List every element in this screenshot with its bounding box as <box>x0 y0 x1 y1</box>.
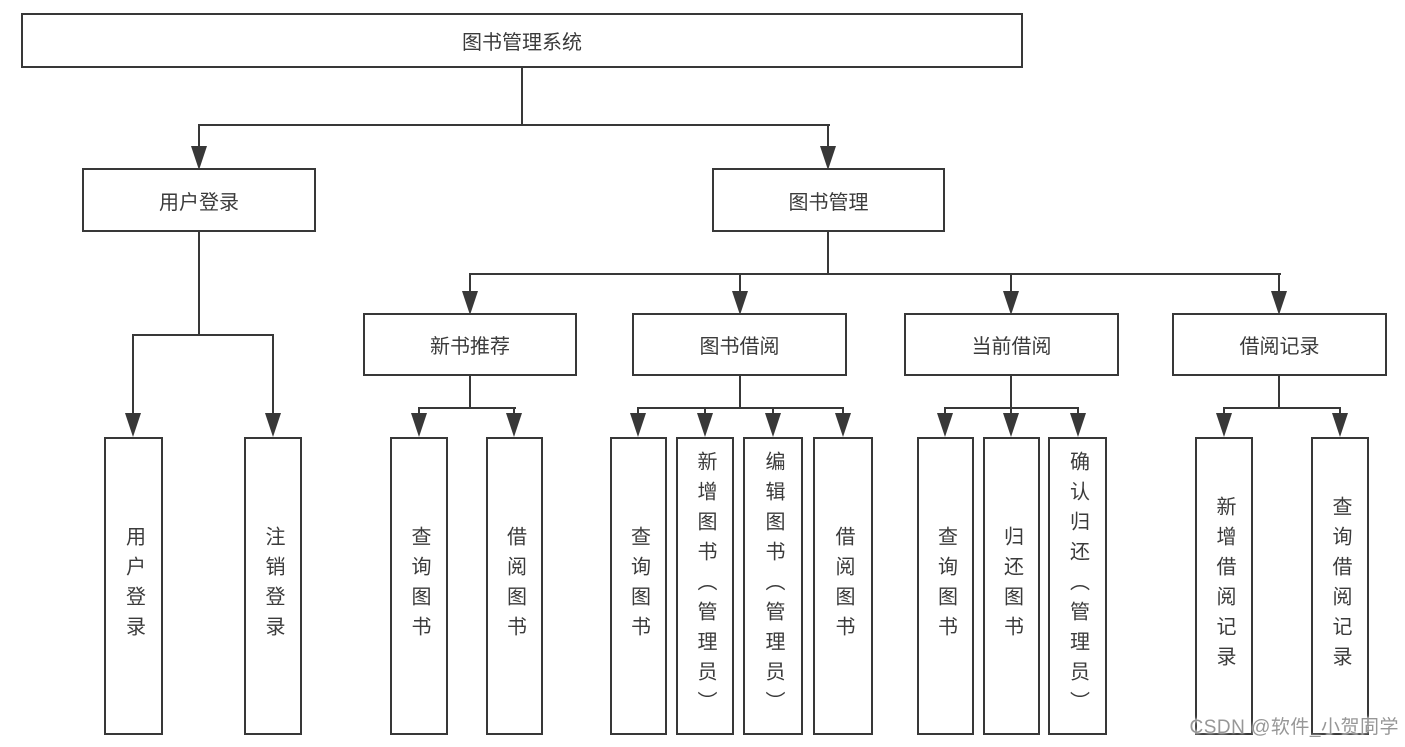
node-book-borrow: 图书借阅 <box>632 313 847 376</box>
leaf-add-borrow-record: 新增借阅记录 <box>1195 437 1253 735</box>
node-new-book-recommend: 新书推荐 <box>363 313 577 376</box>
connector-borrowrec-c2 <box>1339 407 1341 417</box>
leaf-query-borrow-record-label: 查询借阅记录 <box>1329 496 1351 676</box>
arrow-to-user-login-icon <box>191 146 207 170</box>
leaf-query-books-2-label: 查询图书 <box>627 526 650 646</box>
leaf-edit-books-admin-label: 编辑图书（管理员） <box>762 451 784 721</box>
arrow-currborrow-c1-icon <box>937 413 953 437</box>
connector-to-bookborrow <box>739 273 741 295</box>
arrow-to-leaf-login-icon <box>125 413 141 437</box>
leaf-query-books-1: 查询图书 <box>390 437 448 735</box>
leaf-edit-books-admin: 编辑图书（管理员） <box>743 437 803 735</box>
node-root: 图书管理系统 <box>21 13 1023 68</box>
connector-to-borrowrec <box>1278 273 1280 295</box>
connector-borrowrec-c1 <box>1223 407 1225 417</box>
connector-currborrow-c1 <box>944 407 946 417</box>
node-current-borrow: 当前借阅 <box>904 313 1119 376</box>
arrow-newbook-c1-icon <box>411 413 427 437</box>
arrow-newbook-c2-icon <box>506 413 522 437</box>
leaf-add-books-admin-label: 新增图书（管理员） <box>694 451 716 721</box>
arrow-bookborrow-c1-icon <box>630 413 646 437</box>
connector-to-user-login <box>198 124 200 150</box>
connector-root-stem <box>521 68 523 126</box>
connector-bookborrow-c1 <box>637 407 639 417</box>
connector-userlogin-hline <box>132 334 274 336</box>
leaf-borrow-books-2-label: 借阅图书 <box>832 526 854 646</box>
connector-newbook-c2 <box>513 407 515 417</box>
connector-to-newbook <box>469 273 471 295</box>
arrow-bookborrow-c3-icon <box>765 413 781 437</box>
arrow-bookborrow-c4-icon <box>835 413 851 437</box>
leaf-confirm-return-admin-label: 确认归还（管理员） <box>1066 451 1089 721</box>
connector-userlogin-stem <box>198 232 200 336</box>
leaf-add-books-admin: 新增图书（管理员） <box>676 437 734 735</box>
connector-bookmgmt-stem <box>827 232 829 275</box>
leaf-query-books-2: 查询图书 <box>610 437 667 735</box>
node-borrow-records-label: 借阅记录 <box>1239 336 1320 358</box>
connector-to-leaf-logout <box>272 334 274 416</box>
connector-to-currborrow <box>1010 273 1012 295</box>
leaf-query-borrow-record: 查询借阅记录 <box>1311 437 1369 735</box>
connector-borrowrec-stem <box>1278 376 1280 409</box>
arrow-to-newbook-icon <box>462 291 478 315</box>
connector-currborrow-stem <box>1010 376 1012 409</box>
arrow-to-book-mgmt-icon <box>820 146 836 170</box>
connector-currborrow-c3 <box>1077 407 1079 417</box>
arrow-borrowrec-c1-icon <box>1216 413 1232 437</box>
arrow-to-bookborrow-icon <box>732 291 748 315</box>
arrow-to-currborrow-icon <box>1003 291 1019 315</box>
leaf-confirm-return-admin: 确认归还（管理员） <box>1048 437 1107 735</box>
connector-borrowrec-hline <box>1223 407 1341 409</box>
connector-bookborrow-hline <box>637 407 844 409</box>
arrow-bookborrow-c2-icon <box>697 413 713 437</box>
connector-bookborrow-c2 <box>704 407 706 417</box>
arrow-to-borrowrec-icon <box>1271 291 1287 315</box>
connector-bookborrow-stem <box>739 376 741 409</box>
leaf-user-login-label: 用户登录 <box>122 526 145 646</box>
connector-newbook-stem <box>469 376 471 409</box>
csdn-watermark: CSDN @软件_小贺同学 <box>1189 717 1399 738</box>
connector-currborrow-c2 <box>1010 407 1012 417</box>
leaf-logout-label: 注销登录 <box>262 526 284 646</box>
connector-bookborrow-c4 <box>842 407 844 417</box>
node-current-borrow-label: 当前借阅 <box>971 336 1052 358</box>
node-user-login-label: 用户登录 <box>159 191 239 214</box>
arrow-to-leaf-logout-icon <box>265 413 281 437</box>
connector-to-leaf-login <box>132 334 134 416</box>
connector-root-hline <box>198 124 830 126</box>
connector-to-book-mgmt <box>827 124 829 150</box>
leaf-query-books-3-label: 查询图书 <box>934 526 957 646</box>
node-book-management-label: 图书管理 <box>788 191 869 214</box>
connector-newbook-c1 <box>418 407 420 417</box>
arrow-currborrow-c2-icon <box>1003 413 1019 437</box>
leaf-query-books-1-label: 查询图书 <box>408 526 430 646</box>
node-borrow-records: 借阅记录 <box>1172 313 1387 376</box>
node-book-borrow-label: 图书借阅 <box>699 336 780 358</box>
arrow-currborrow-c3-icon <box>1070 413 1086 437</box>
leaf-borrow-books-1-label: 借阅图书 <box>503 526 526 646</box>
node-new-book-recommend-label: 新书推荐 <box>430 336 510 358</box>
leaf-add-borrow-record-label: 新增借阅记录 <box>1213 496 1235 676</box>
leaf-return-books: 归还图书 <box>983 437 1040 735</box>
connector-newbook-hline <box>418 407 516 409</box>
leaf-return-books-label: 归还图书 <box>1000 526 1023 646</box>
node-root-label: 图书管理系统 <box>462 32 582 54</box>
connector-bookmgmt-hline <box>469 273 1281 275</box>
connector-bookborrow-c3 <box>772 407 774 417</box>
arrow-borrowrec-c2-icon <box>1332 413 1348 437</box>
leaf-user-login: 用户登录 <box>104 437 163 735</box>
leaf-logout: 注销登录 <box>244 437 302 735</box>
node-user-login: 用户登录 <box>82 168 316 232</box>
leaf-borrow-books-2: 借阅图书 <box>813 437 873 735</box>
leaf-borrow-books-1: 借阅图书 <box>486 437 543 735</box>
node-book-management: 图书管理 <box>712 168 945 232</box>
leaf-query-books-3: 查询图书 <box>917 437 974 735</box>
